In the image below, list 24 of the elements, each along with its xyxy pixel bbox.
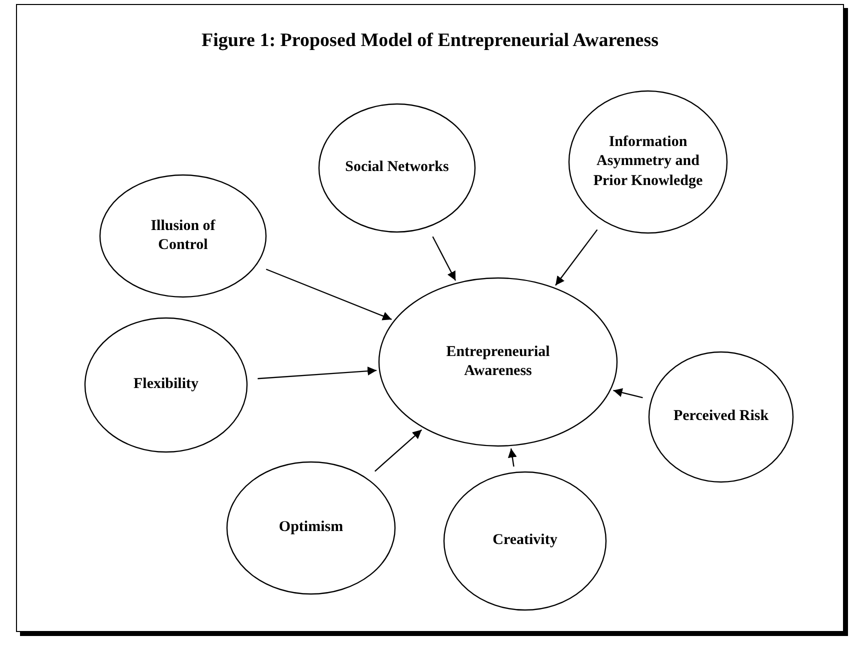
node-label: Flexibility	[134, 375, 198, 394]
node-label: Creativity	[492, 531, 558, 550]
ellipse-node	[568, 90, 728, 234]
ellipse-node	[99, 174, 267, 298]
node-label: Information Asymmetry and Prior Knowledge	[593, 132, 703, 191]
node-label: Perceived Risk	[673, 407, 769, 426]
ellipse-node	[84, 317, 248, 453]
node-label: Social Networks	[345, 158, 449, 178]
arrow	[432, 236, 456, 281]
arrow	[613, 388, 643, 398]
node-label: Illusion of Control	[150, 216, 216, 255]
ellipse-node	[318, 103, 476, 233]
arrow	[555, 229, 598, 286]
arrow	[258, 366, 377, 380]
arrow	[374, 429, 422, 472]
ellipse-node	[443, 471, 607, 611]
arrow	[266, 268, 392, 320]
node-label: Entrepreneurial Awareness	[445, 342, 551, 381]
ellipse-node	[378, 277, 618, 447]
node-label: Optimism	[278, 518, 344, 538]
ellipse-node	[648, 351, 794, 483]
figure-title: Figure 1: Proposed Model of Entrepreneurial Awareness	[200, 30, 660, 52]
arrow	[508, 448, 517, 467]
ellipse-node	[226, 461, 396, 595]
